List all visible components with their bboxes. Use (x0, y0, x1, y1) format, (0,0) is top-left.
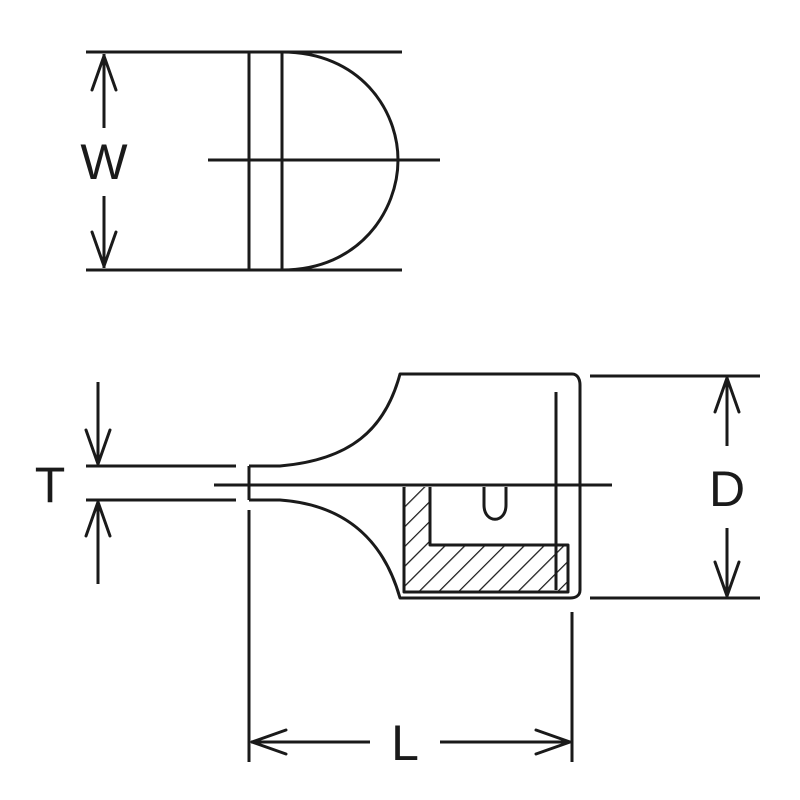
d-label: D (709, 461, 745, 517)
hatched-section-outline (402, 487, 570, 594)
d-arrowhead-bottom (713, 560, 741, 598)
side-view: D T L (35, 372, 760, 771)
w-arrowhead-bottom (90, 230, 118, 268)
top-view: W (80, 50, 440, 272)
t-arrowhead-top (84, 428, 112, 466)
w-arrowhead-top (90, 54, 118, 92)
bit-slot (482, 487, 508, 521)
l-arrowhead-left (250, 728, 288, 756)
w-label: W (80, 134, 128, 190)
t-label: T (35, 457, 66, 513)
l-label: L (391, 715, 419, 771)
top-view-arc (281, 50, 400, 272)
hatched-section (404, 487, 568, 592)
socket-body-outline (249, 372, 582, 600)
l-arrowhead-right (534, 728, 572, 756)
t-arrowhead-bottom (84, 500, 112, 538)
d-arrowhead-top (713, 376, 741, 414)
